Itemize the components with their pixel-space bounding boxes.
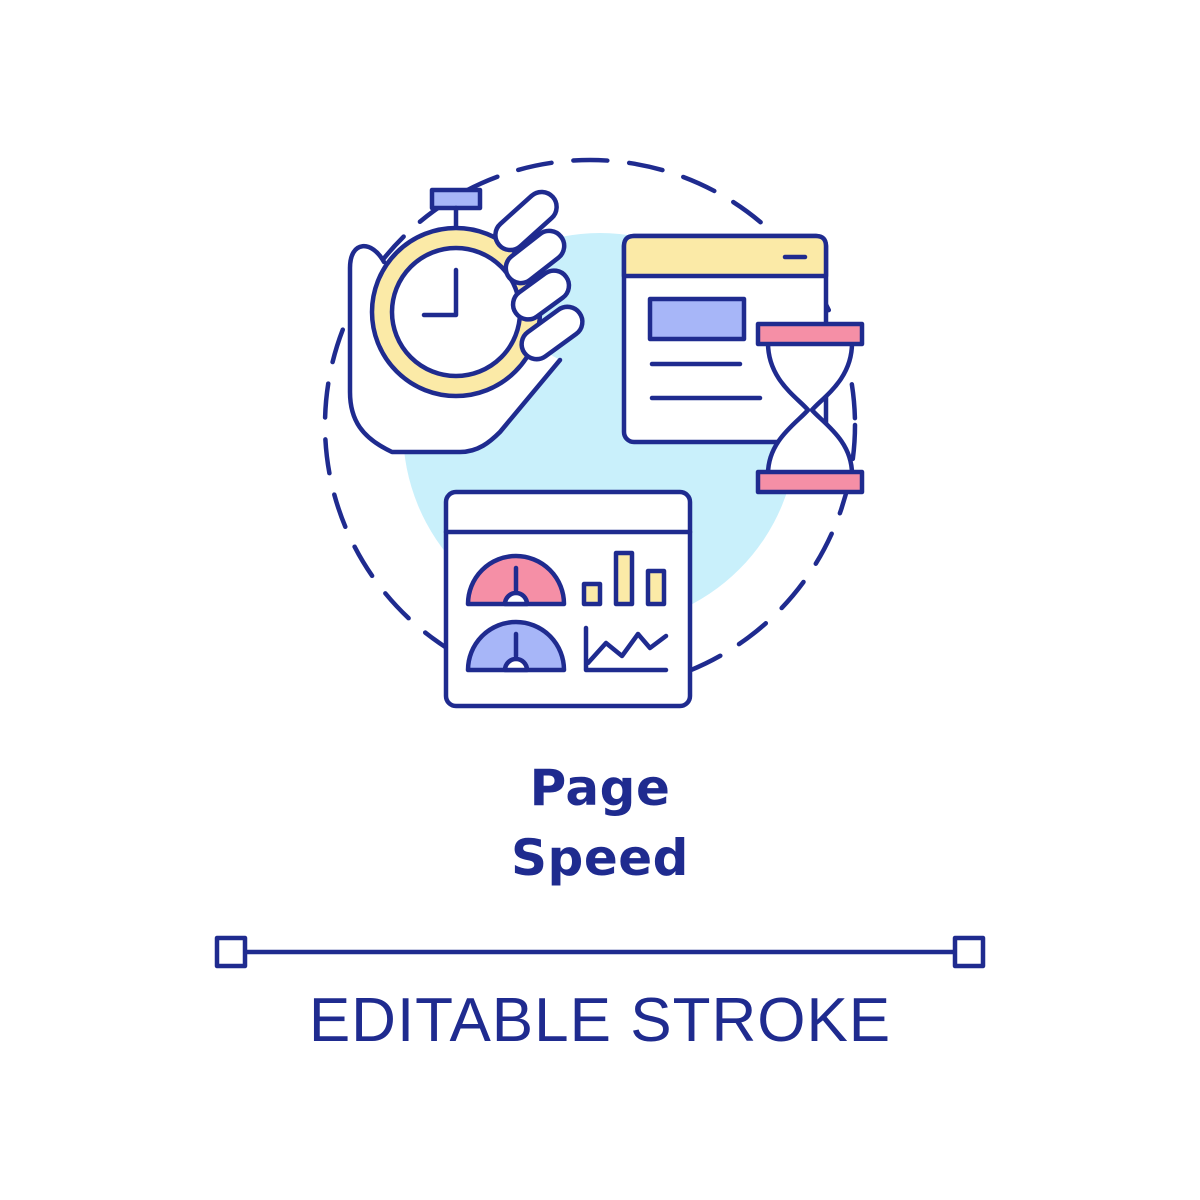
editable-stroke-line [214,935,986,969]
hand-fingers [493,189,585,362]
editable-stroke-label: EDITABLE STROKE [308,986,892,1055]
line-chart-icon [583,625,669,673]
gauge-icon [465,553,567,673]
browser-window-icon [621,233,829,445]
hourglass-icon [755,321,865,495]
bar-chart-icon [581,550,667,607]
page-title-line-1: Page [529,759,671,817]
page-title-line-2: Speed [511,829,689,887]
